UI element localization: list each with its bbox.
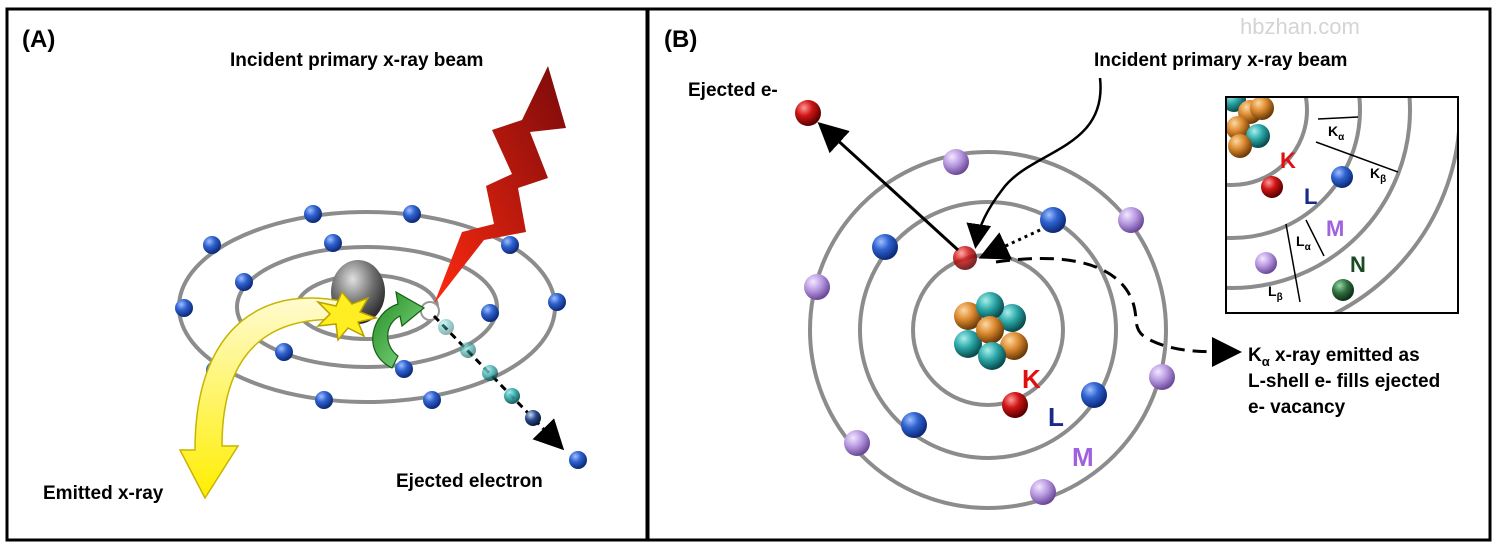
k-alpha-emission-arrow (995, 257, 1242, 367)
k-alpha-note-alpha: α (1262, 354, 1270, 369)
inset-l-alpha-sub: α (1305, 242, 1312, 253)
panel-b-frame (646, 7, 1492, 542)
k-alpha-note-line2: L-shell e- fills ejected (1248, 371, 1440, 392)
green-transition-arrow (372, 290, 426, 369)
emitted-xray-label: Emitted x-ray (43, 483, 164, 504)
shell-m-label: M (1072, 442, 1094, 472)
panel-a-label: (A) (22, 26, 55, 53)
ejected-e-arrow (817, 121, 960, 252)
incident-beam-arrow (966, 77, 1102, 249)
inset-shell-l-label: L (1304, 184, 1317, 209)
panel-b-electrons (795, 100, 1175, 505)
svg-text:Lα: Lα (1296, 233, 1312, 253)
k-alpha-note-k: K (1248, 345, 1262, 366)
l-to-k-transition-arrow (978, 228, 1041, 260)
inset-k-alpha-main: K (1328, 123, 1338, 139)
inset-l-beta-sub: β (1277, 292, 1283, 303)
panel-b-nucleus (954, 292, 1028, 370)
k-alpha-note: Kα x-ray emitted as L-shell e- fills eje… (1248, 345, 1440, 418)
panel-a-electrons (175, 205, 587, 469)
k-alpha-note-line3: e- vacancy (1248, 397, 1346, 418)
shell-k-label: K (1022, 364, 1041, 394)
starburst-icon (315, 290, 379, 342)
panel-b-incident-beam-label: Incident primary x-ray beam (1094, 50, 1347, 71)
ejected-electron-label: Ejected electron (396, 471, 543, 492)
inset-l-beta-main: L (1268, 283, 1277, 299)
shell-inset: Kα Kβ Lα Lβ K L M N (1225, 96, 1459, 314)
inset-shell-n-label: N (1350, 252, 1366, 277)
panel-b-label: (B) (664, 26, 697, 53)
panel-a-incident-beam-label: Incident primary x-ray beam (230, 50, 483, 71)
svg-text:Lβ: Lβ (1268, 283, 1283, 303)
shell-l-label: L (1048, 402, 1064, 432)
inset-l-alpha-main: L (1296, 233, 1305, 249)
lightning-bolt-icon (434, 66, 566, 304)
svg-text:Kβ: Kβ (1370, 165, 1386, 185)
inset-shell-m-label: M (1326, 216, 1344, 241)
inset-k-alpha-sub: α (1338, 132, 1345, 143)
svg-text:Kα: Kα (1328, 123, 1345, 143)
ejected-electron-trail (432, 314, 565, 451)
ejected-e-label: Ejected e- (688, 80, 778, 101)
inset-shell-k-label: K (1280, 148, 1296, 173)
svg-text:Kα x-ray emitted as: Kα x-ray emitted as (1248, 345, 1420, 369)
emitted-xray-arrow (178, 297, 346, 500)
panel-b-orbits (808, 150, 1168, 510)
k-alpha-note-line1: x-ray emitted as (1270, 345, 1420, 366)
inset-k-beta-main: K (1370, 165, 1380, 181)
watermark: hbzhan.com (1240, 14, 1360, 39)
inset-k-beta-sub: β (1380, 174, 1386, 185)
